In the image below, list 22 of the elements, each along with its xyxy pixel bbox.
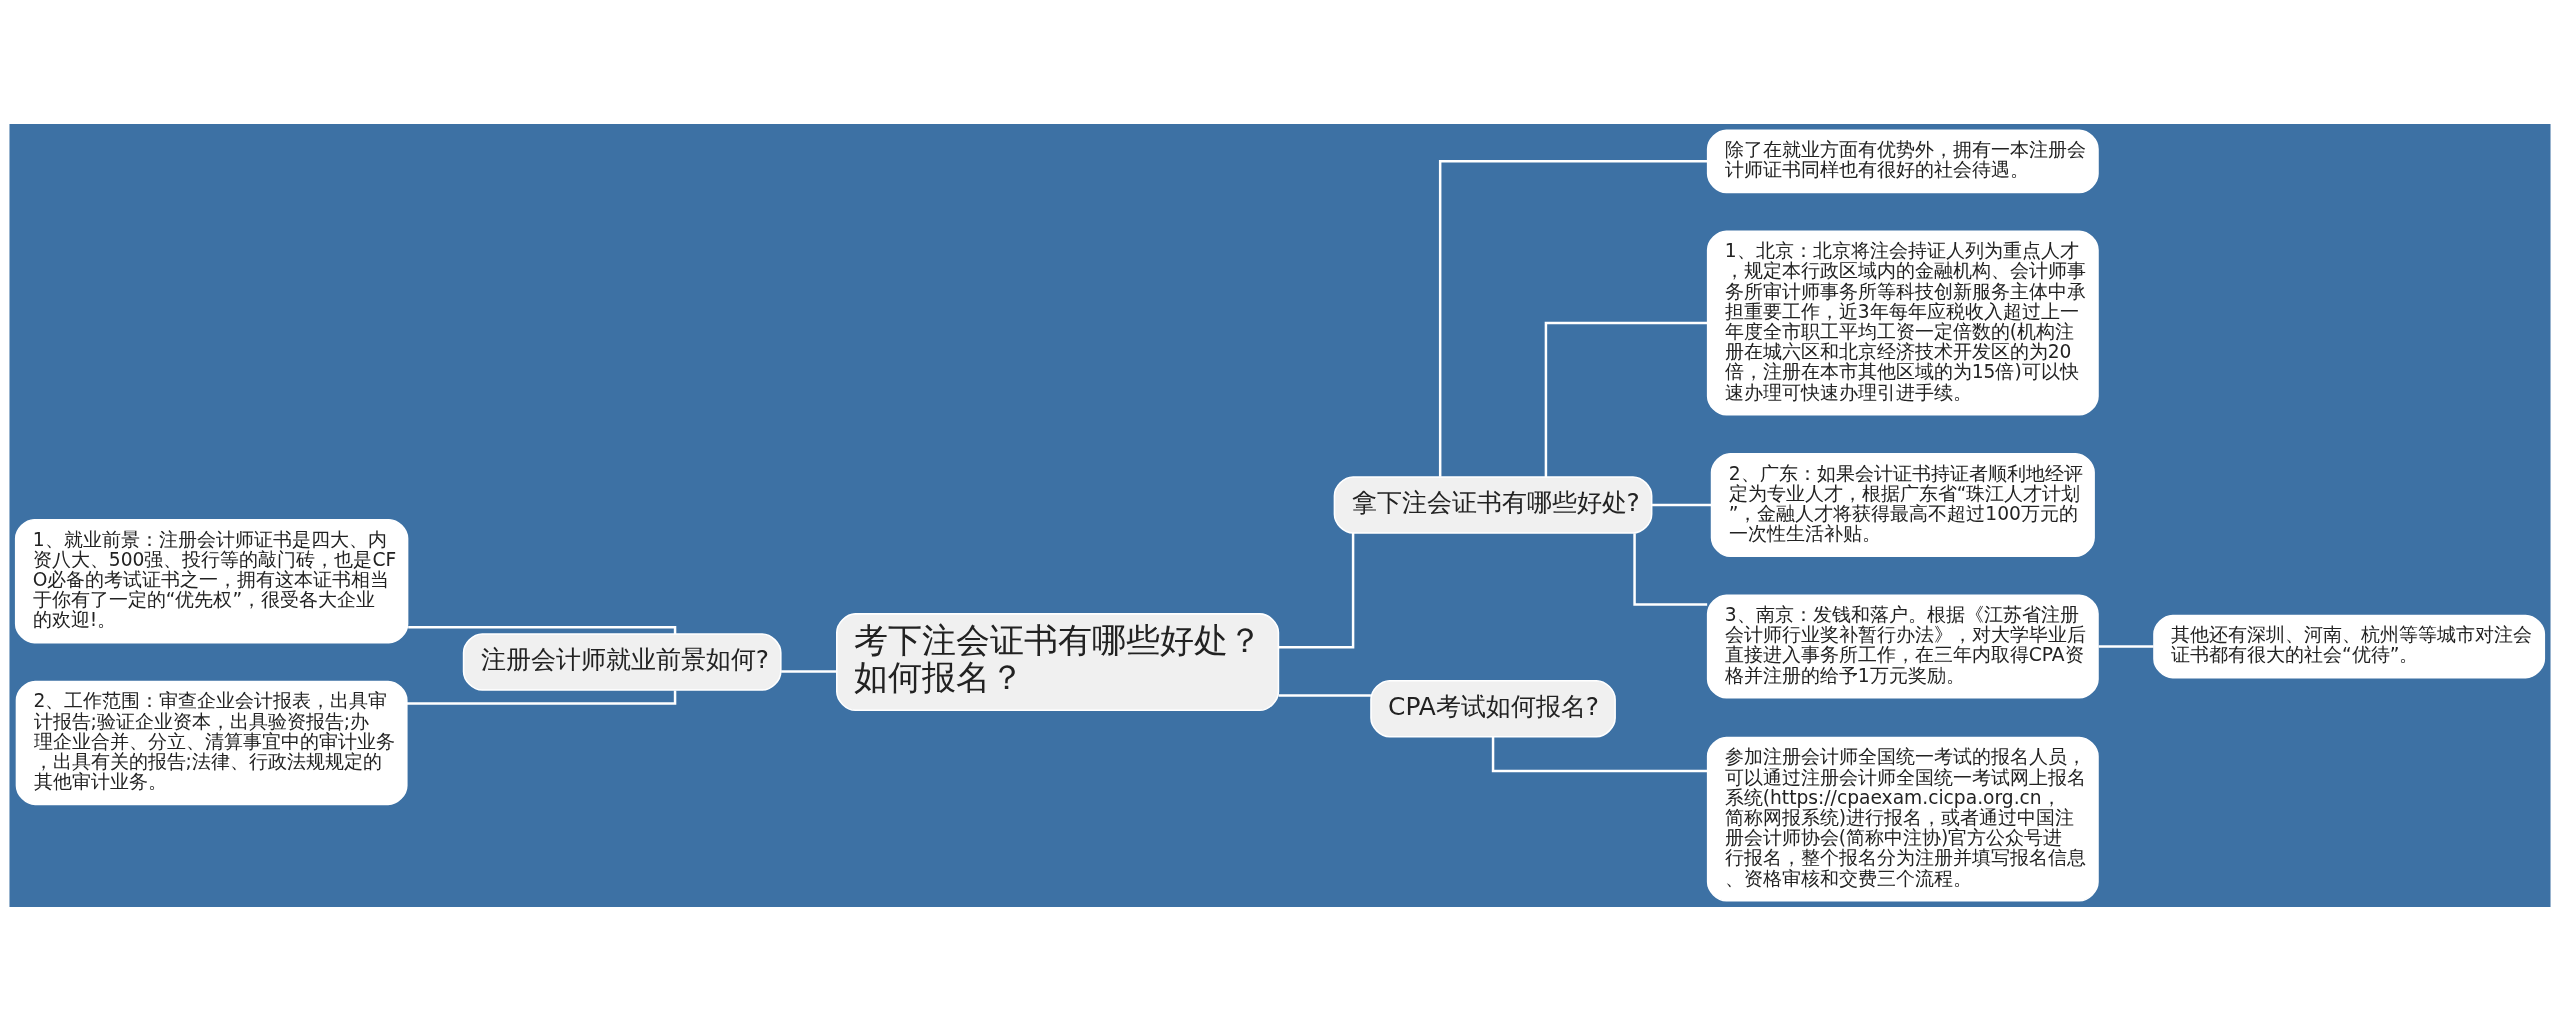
connector: [1438, 160, 1708, 477]
node-box: 2、工作范围：审查企业会计报表，出具审计报告;验证企业资本，出具验资报告;办理企业合并、分立、清算事宜中的审计业务，出具有关的报告;法律、行政法规规定的其他审计业务。: [15, 680, 408, 806]
connector: [1633, 533, 1708, 606]
connector: [406, 690, 677, 705]
connector: [1278, 694, 1371, 697]
node-box: 除了在就业方面有优势外，拥有一本注册会计师证书同样也有很好的社会待遇。: [1706, 129, 2099, 194]
node-box: 1、北京：北京将注会持证人列为重点人才，规定本行政区域内的金融机构、会计师事务所审计师事务所等科技创新服务主体中承担重要工作，近3年每年应税收入超过上一年度全市职工平均工资一定倍数的(机构注册在城六区和北京经济技术开发区的为20倍，注册在本市其他区域的为15倍)可以快速办理可快速办理引进手续。: [1706, 230, 2099, 416]
connector: [2098, 645, 2154, 648]
node-box: 参加注册会计师全国统一考试的报名人员，可以通过注册会计师全国统一考试网上报名系统(https://cpaexam.cicpa.org.cn，简称网报系统)进行报名，或者通过中国注册会计师协会(简称中注协)官方公众号进行报名，整个报名分为注册并填写报名信息、资格审核和交费三个流程。: [1706, 736, 2099, 902]
node-box: CPA考试如何报名?: [1370, 679, 1616, 738]
node-box: 其他还有深圳、河南、杭州等等城市对注会证书都有很大的社会“优待”。: [2153, 614, 2546, 679]
connector: [1544, 321, 1708, 477]
connector: [408, 626, 677, 635]
connector: [1278, 533, 1355, 649]
node-box: 3、南京：发钱和落户。根据《江苏省注册会计师行业奖补暂行办法》，对大学毕业后直接进入事务所工作，在三年内取得CPA资格并注册的给予1万元奖励。: [1706, 594, 2099, 699]
node-box: 拿下注会证书有哪些好处?: [1333, 476, 1653, 534]
node-box: 注册会计师就业前景如何?: [462, 633, 782, 691]
node-box: 2、广东：如果会计证书持证者顺利地经评定为专业人才，根据广东省“珠江人才计划”，金融人才将获得最高不超过100万元的一次性生活补贴。: [1710, 452, 2095, 558]
node-box: 1、就业前景：注册会计师证书是四大、内资八大、500强、投行等的敲门砖，也是CFO必备的考试证书之一，拥有这本证书相当于你有了一定的“优先权”，很受各大企业的欢迎!。: [14, 519, 409, 644]
connector: [781, 670, 837, 673]
node-box: 考下注会证书有哪些好处？如何报名？: [836, 613, 1280, 712]
connector: [1652, 503, 1712, 507]
